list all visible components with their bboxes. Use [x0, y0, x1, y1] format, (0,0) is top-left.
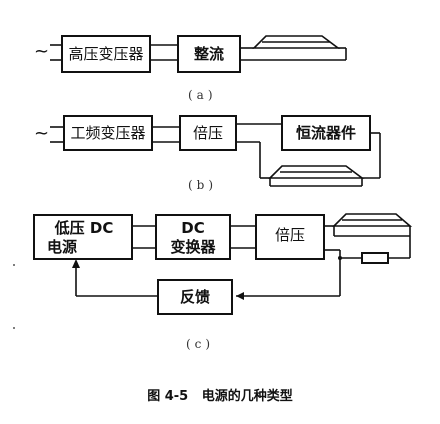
arrow-into-dc-supply-icon: [72, 259, 80, 268]
label-low-voltage-dc-line2: 电源: [47, 238, 77, 256]
arrow-into-feedback-icon: [236, 292, 244, 300]
box-high-voltage-transformer: [61, 35, 151, 73]
label-rectifier: 整流: [194, 45, 224, 63]
x-ray-tube-icon-c: [332, 213, 413, 258]
box-power-frequency-transformer: [63, 115, 153, 151]
diagram-c: 低压 DC 电源 DC 变换器 倍压 反馈: [33, 213, 413, 351]
label-dc-converter-line2: 变换器: [170, 238, 216, 256]
label-voltage-multiplier-c: 倍压: [275, 226, 305, 244]
box-dc-converter: [155, 214, 231, 260]
label-low-voltage-dc-line1: 低压 DC: [54, 219, 114, 237]
sublabel-a: (a): [188, 88, 217, 102]
label-voltage-multiplier-b: 倍压: [193, 124, 223, 142]
x-ray-tube-icon-a: [252, 35, 347, 60]
scan-speck: [13, 264, 15, 266]
sublabel-c: (c): [186, 337, 214, 351]
ac-source-icon-a: ~: [34, 41, 49, 62]
label-feedback: 反馈: [180, 288, 210, 306]
ac-source-icon-b: ~: [34, 123, 49, 144]
scan-speck: [13, 327, 15, 329]
diagram-b: ~ 工频变压器 倍压 恒流器件 (b): [34, 115, 381, 192]
label-high-voltage-transformer: 高压变压器: [68, 45, 143, 63]
label-power-frequency-transformer: 工频变压器: [70, 124, 145, 142]
x-ray-tube-icon-b: [268, 165, 365, 187]
label-dc-converter-line1: DC: [181, 219, 204, 237]
box-voltage-multiplier-b: [179, 115, 237, 151]
sublabel-b: (b): [188, 178, 217, 192]
box-rectifier: [177, 35, 241, 73]
figure-caption: 图 4-5 电源的几种类型: [147, 388, 293, 404]
label-constant-current-device: 恒流器件: [296, 124, 356, 142]
box-feedback: [157, 279, 233, 315]
box-voltage-multiplier-c: [255, 214, 325, 260]
diagram-a: ~ 高压变压器 整流 (a): [34, 35, 347, 102]
resistor-icon: [361, 252, 389, 264]
box-low-voltage-dc-supply: [33, 214, 133, 260]
